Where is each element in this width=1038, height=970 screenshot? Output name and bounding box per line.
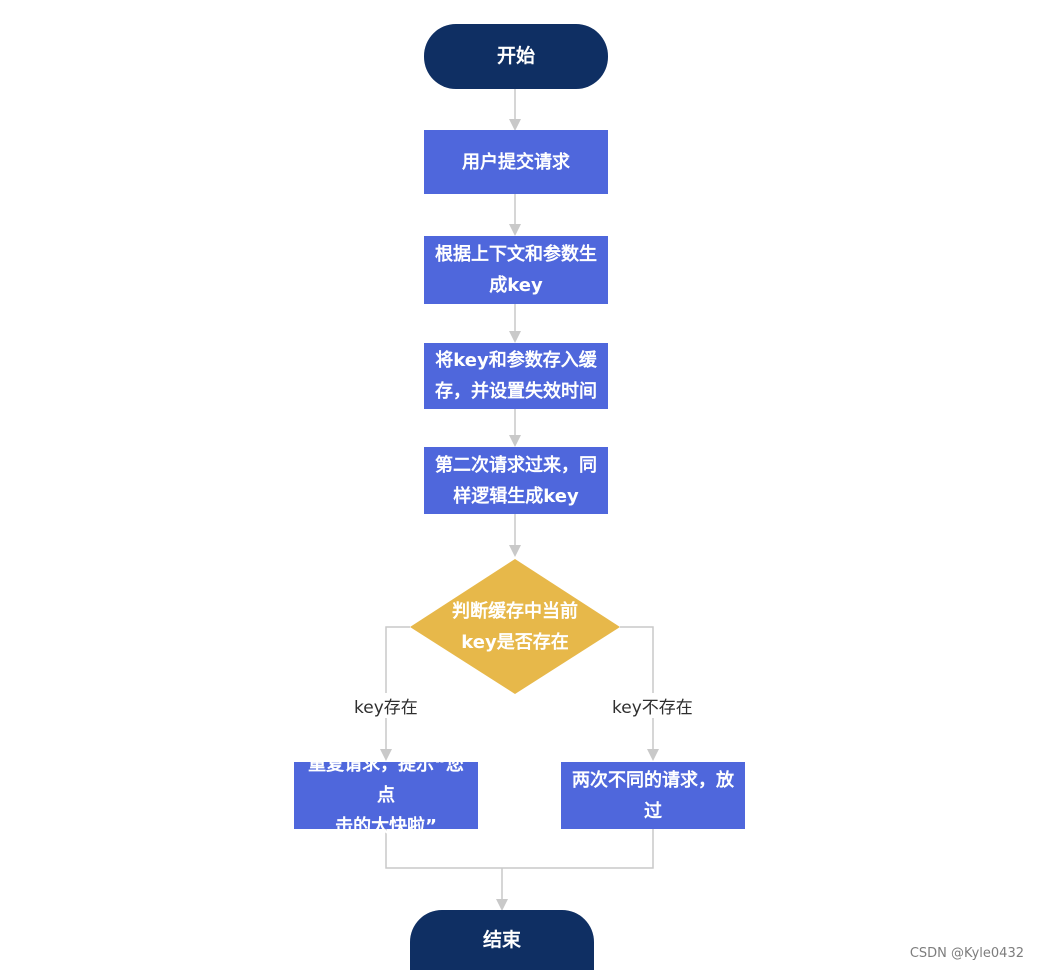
connector-no-action-to-merge xyxy=(502,829,654,869)
yes-action-line2: 击的太快啦” xyxy=(335,816,437,837)
decision-label: 判断缓存中当前 key是否存在 xyxy=(430,592,600,662)
decision-line2: key是否存在 xyxy=(461,632,569,653)
no-branch-label: key不存在 xyxy=(610,693,695,718)
yes-branch-label: key存在 xyxy=(352,693,420,718)
yes-action-line1: 重复请求，提示“您点 xyxy=(308,754,464,806)
end-label: 结束 xyxy=(482,928,521,951)
end-node: 结束 xyxy=(410,910,594,970)
step-second-request-line1: 第二次请求过来，同 xyxy=(435,454,597,476)
step-second-request-line2: 样逻辑生成key xyxy=(453,485,579,507)
step-store-cache: 将key和参数存入缓 存，并设置失效时间 xyxy=(424,343,608,409)
step-submit-request-label: 用户提交请求 xyxy=(462,151,570,173)
start-label: 开始 xyxy=(496,45,535,67)
step-store-cache-line1: 将key和参数存入缓 xyxy=(435,350,597,371)
no-action-line1: 两次不同的请求，放 xyxy=(572,769,734,791)
start-node: 开始 xyxy=(424,24,608,89)
decision-line1: 判断缓存中当前 xyxy=(452,601,578,622)
step-generate-key-line1: 根据上下文和参数生 xyxy=(435,244,597,265)
step-store-cache-line2: 存，并设置失效时间 xyxy=(435,381,597,402)
no-action-line2: 过 xyxy=(644,800,662,822)
step-second-request: 第二次请求过来，同 样逻辑生成key xyxy=(424,447,608,514)
no-action-node: 两次不同的请求，放 过 xyxy=(561,762,745,829)
step-submit-request: 用户提交请求 xyxy=(424,130,608,194)
yes-action-node: 重复请求，提示“您点 击的太快啦” xyxy=(294,754,478,837)
step-generate-key: 根据上下文和参数生 成key xyxy=(424,236,608,304)
csdn-watermark: CSDN @Kyle0432 xyxy=(909,946,1024,961)
step-generate-key-line2: 成key xyxy=(489,275,543,296)
